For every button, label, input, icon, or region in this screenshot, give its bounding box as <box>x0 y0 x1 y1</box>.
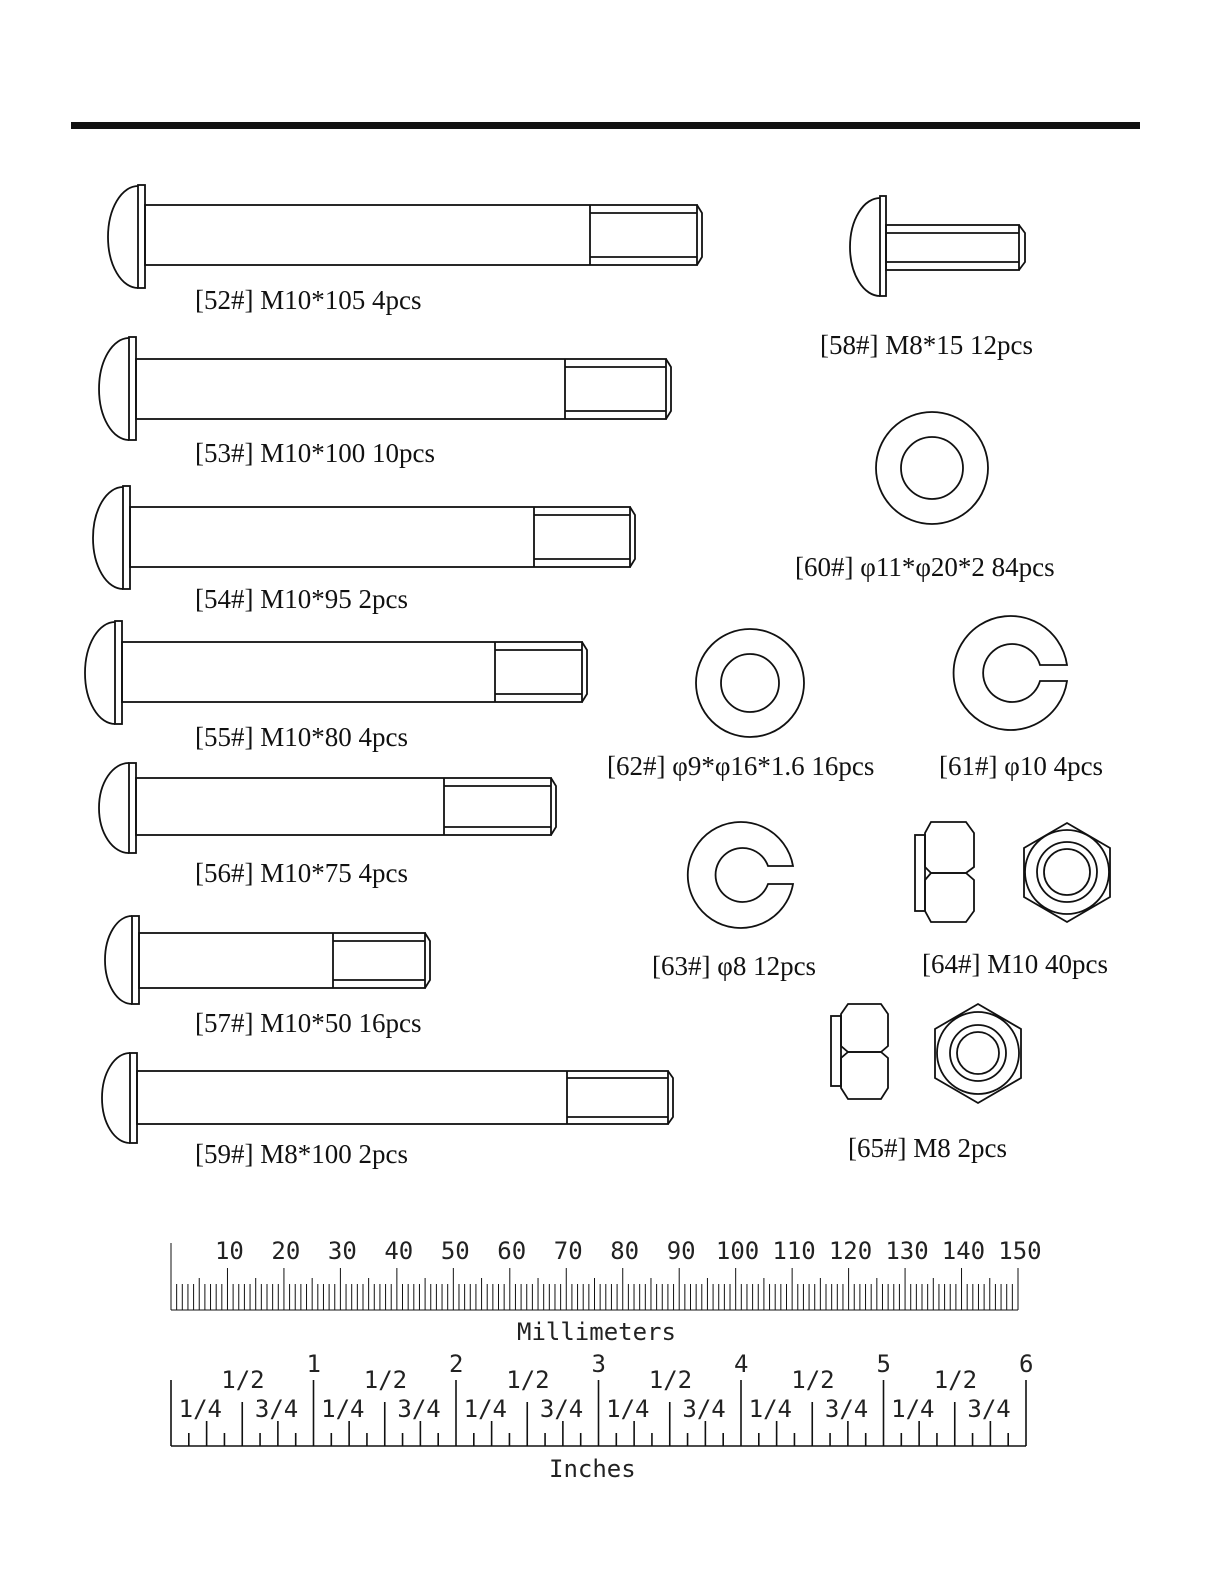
mm-tick-label: 140 <box>941 1237 986 1265</box>
mm-tick-label: 40 <box>384 1237 414 1265</box>
nut-65-side-drawing <box>830 1003 889 1100</box>
inch-quarter-label: 1/4 <box>748 1395 792 1423</box>
washer-60-drawing <box>875 411 989 525</box>
inch-three-quarter-label: 3/4 <box>254 1395 299 1423</box>
inch-ruler <box>170 1380 1027 1447</box>
mm-tick-label: 120 <box>828 1237 873 1265</box>
part-label-65: [65#] M8 2pcs <box>848 1133 1007 1163</box>
bolt-59-drawing <box>101 1052 674 1144</box>
bolt-58-drawing <box>849 195 1026 297</box>
part-label-54: [54#] M10*95 2pcs <box>195 584 408 614</box>
inch-half-label: 1/2 <box>506 1366 550 1394</box>
inch-three-quarter-label: 3/4 <box>539 1395 584 1423</box>
mm-tick-label: 50 <box>440 1237 470 1265</box>
inch-three-quarter-label: 3/4 <box>967 1395 1011 1423</box>
inch-label: 6 <box>1019 1350 1034 1378</box>
inch-quarter-label: 1/4 <box>178 1395 222 1423</box>
mm-tick-label: 20 <box>271 1237 301 1265</box>
mm-tick-label: 90 <box>666 1237 696 1265</box>
part-label-56: [56#] M10*75 4pcs <box>195 858 408 888</box>
inch-quarter-label: 1/4 <box>321 1395 365 1423</box>
nut-64-side-drawing <box>914 821 975 923</box>
mm-tick-label: 150 <box>998 1237 1042 1265</box>
nut-64-top-drawing <box>1023 821 1111 924</box>
part-label-61: [61#] φ10 4pcs <box>939 751 1104 781</box>
bolt-53-drawing <box>98 336 672 441</box>
part-label-63: [63#] φ8 12pcs <box>652 951 817 981</box>
inch-label: 2 <box>449 1350 464 1378</box>
bolt-54-drawing <box>92 485 636 590</box>
part-label-62: [62#] φ9*φ16*1.6 16pcs <box>607 751 875 781</box>
inch-quarter-label: 1/4 <box>891 1395 935 1423</box>
part-label-58: [58#] M8*15 12pcs <box>820 330 1033 360</box>
nut-65-top-drawing <box>934 1002 1022 1105</box>
bolt-56-drawing <box>98 762 557 854</box>
inch-quarter-label: 1/4 <box>463 1395 507 1423</box>
inch-three-quarter-label: 3/4 <box>397 1395 441 1423</box>
mm-tick-label: 80 <box>610 1237 640 1265</box>
inch-caption: Inches <box>549 1455 636 1483</box>
part-label-52: [52#] M10*105 4pcs <box>195 285 422 315</box>
bolt-57-drawing <box>104 915 431 1005</box>
header-rule <box>71 122 1140 129</box>
millimeter-caption: Millimeters <box>517 1318 676 1346</box>
inch-label: 1 <box>306 1350 321 1378</box>
inch-half-label: 1/2 <box>221 1366 265 1394</box>
part-label-59: [59#] M8*100 2pcs <box>195 1139 408 1169</box>
washer-62-drawing <box>695 628 805 738</box>
inch-label: 3 <box>591 1350 606 1378</box>
bolt-52-drawing <box>107 184 703 289</box>
inch-half-label: 1/2 <box>363 1366 408 1394</box>
part-label-57: [57#] M10*50 16pcs <box>195 1008 422 1038</box>
inch-three-quarter-label: 3/4 <box>824 1395 869 1423</box>
mm-tick-label: 100 <box>715 1237 760 1265</box>
mm-tick-label: 10 <box>214 1237 244 1265</box>
mm-tick-label: 130 <box>885 1237 929 1265</box>
spring-washer-61-drawing <box>952 615 1069 731</box>
mm-tick-label: 30 <box>327 1237 357 1265</box>
inch-half-label: 1/2 <box>791 1366 835 1394</box>
part-label-53: [53#] M10*100 10pcs <box>195 438 435 468</box>
mm-tick-label: 70 <box>553 1237 583 1265</box>
spring-washer-63-drawing <box>686 821 795 929</box>
inch-three-quarter-label: 3/4 <box>682 1395 726 1423</box>
millimeter-ruler <box>170 1243 1019 1311</box>
inch-label: 4 <box>734 1350 749 1378</box>
part-label-55: [55#] M10*80 4pcs <box>195 722 408 752</box>
mm-tick-label: 60 <box>497 1237 527 1265</box>
mm-tick-label: 110 <box>772 1237 816 1265</box>
inch-half-label: 1/2 <box>933 1366 978 1394</box>
bolt-55-drawing <box>84 620 588 725</box>
inch-half-label: 1/2 <box>648 1366 693 1394</box>
part-label-60: [60#] φ11*φ20*2 84pcs <box>795 552 1055 582</box>
inch-label: 5 <box>876 1350 891 1378</box>
part-label-64: [64#] M10 40pcs <box>922 949 1108 979</box>
inch-quarter-label: 1/4 <box>606 1395 650 1423</box>
